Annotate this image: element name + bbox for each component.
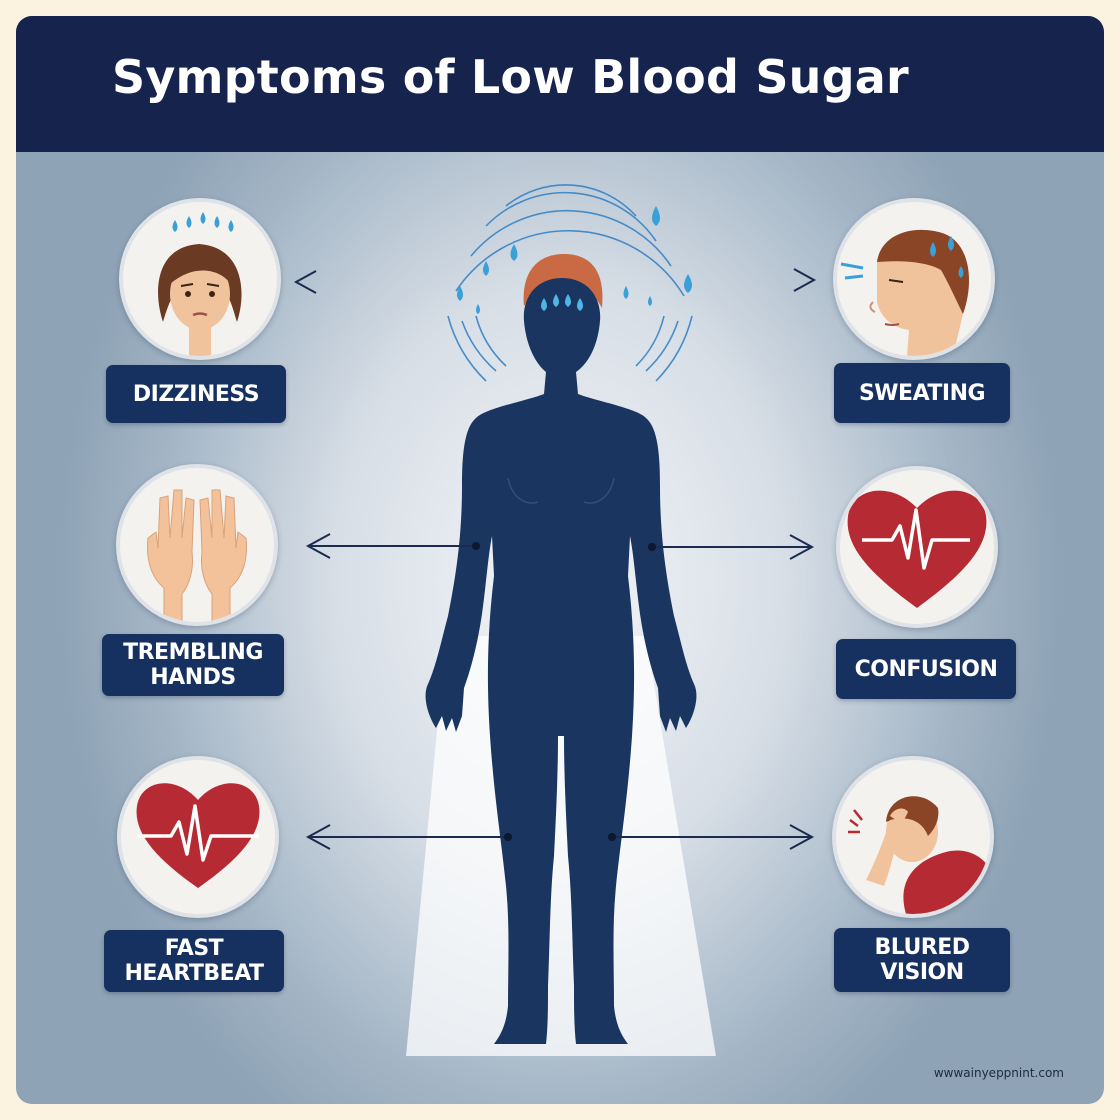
dizziness-label: DIZZINESS (106, 365, 286, 423)
infographic-card: Symptoms of Low Blood Sugar (16, 16, 1104, 1104)
connector-arrows (293, 268, 817, 850)
heartbeat-text-line1: FAST (164, 936, 224, 961)
header-banner: Symptoms of Low Blood Sugar (16, 16, 1104, 152)
heart-pulse-icon (847, 490, 987, 608)
trembling-text-line2: HANDS (150, 665, 236, 690)
vision-text-line1: BLURED (874, 935, 970, 960)
fast-heartbeat-illustration (117, 756, 279, 918)
trembling-hands-label: TREMBLING HANDS (102, 634, 284, 696)
dizziness-chevron-icon (293, 270, 317, 294)
dizziness-text: DIZZINESS (132, 381, 260, 407)
heart-pulse-icon (136, 783, 260, 888)
sweating-head-icon (840, 229, 969, 356)
fast-heartbeat-label: FAST HEARTBEAT (104, 930, 284, 992)
confusion-label: CONFUSION (836, 639, 1016, 699)
sweating-text: SWEATING (858, 380, 986, 406)
trembling-hands-illustration (116, 464, 278, 626)
sweating-label: SWEATING (834, 363, 1010, 423)
trembling-hands-icon (147, 489, 247, 622)
dizzy-face-icon (158, 212, 242, 356)
body-silhouette-icon (425, 184, 697, 1044)
light-beam (406, 636, 716, 1056)
heartbeat-text-line2: HEARTBEAT (124, 961, 264, 986)
blurred-vision-illustration (832, 756, 994, 918)
sweating-illustration (833, 198, 995, 360)
confusion-illustration (836, 466, 998, 628)
vision-text-line2: VISION (880, 960, 964, 985)
trembling-text-line1: TREMBLING (123, 640, 263, 665)
blurred-vision-label: BLURED VISION (834, 928, 1010, 992)
watermark: wwwainyeppnint.com (933, 1066, 1064, 1080)
sweating-chevron-icon (793, 268, 817, 292)
head-in-hand-icon (848, 796, 990, 914)
page-title: Symptoms of Low Blood Sugar (112, 50, 909, 104)
dizziness-illustration (119, 198, 281, 360)
confusion-text: CONFUSION (854, 656, 998, 682)
